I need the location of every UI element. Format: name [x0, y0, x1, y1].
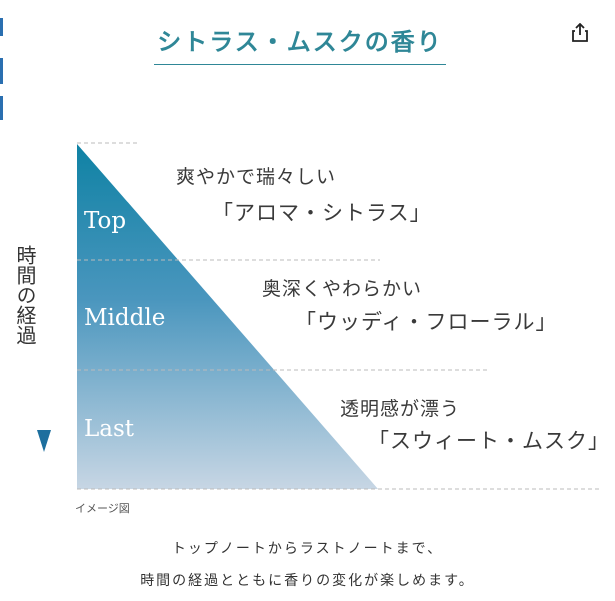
share-icon[interactable] [571, 23, 589, 43]
last-note-description: 透明感が漂う [340, 398, 461, 420]
image-note: イメージ図 [75, 502, 130, 515]
page-title: シトラス・ムスクの香り [157, 28, 443, 56]
down-arrow-icon [37, 430, 51, 452]
left-edge-strip-2 [0, 58, 3, 84]
caption-line-1: トップノートからラストノートまで、 [171, 541, 444, 557]
layer-label-top: Top [84, 208, 127, 234]
title-underline [154, 64, 446, 65]
time-axis-label: 時間の経過 [13, 245, 37, 345]
layer-label-last: Last [84, 416, 135, 442]
left-edge-strip-1 [0, 18, 3, 36]
fragrance-triangle [77, 144, 378, 489]
middle-note-name: 「ウッディ・フローラル」 [295, 310, 558, 334]
middle-note-description: 奥深くやわらかい [262, 278, 423, 300]
top-note-name: 「アロマ・シトラス」 [212, 201, 432, 225]
last-note-name: 「スウィート・ムスク」 [368, 429, 610, 453]
left-edge-strip-3 [0, 96, 3, 120]
layer-label-middle: Middle [84, 305, 166, 331]
top-note-description: 爽やかで瑞々しい [176, 166, 337, 188]
caption-line-2: 時間の経過とともに香りの変化が楽しめます。 [140, 573, 475, 589]
